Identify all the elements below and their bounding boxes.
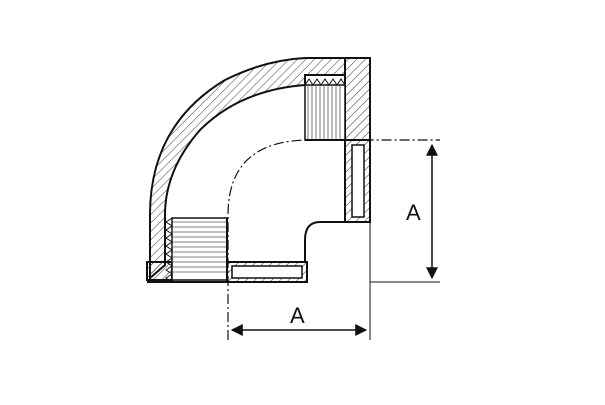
top-thread bbox=[304, 84, 346, 141]
bottom-thread-teeth bbox=[165, 217, 173, 283]
dimension-vertical-label: A bbox=[406, 200, 421, 225]
bottom-outlet-face bbox=[231, 265, 303, 279]
center-line bbox=[227, 139, 440, 340]
top-thread-teeth bbox=[304, 78, 346, 86]
top-hub-section bbox=[344, 57, 371, 141]
top-thread-lines bbox=[307, 86, 341, 139]
inner-wall bbox=[226, 139, 346, 265]
dimension-horizontal-label: A bbox=[290, 303, 305, 328]
bottom-thread-lines bbox=[173, 221, 226, 273]
right-hub-face bbox=[351, 144, 365, 218]
